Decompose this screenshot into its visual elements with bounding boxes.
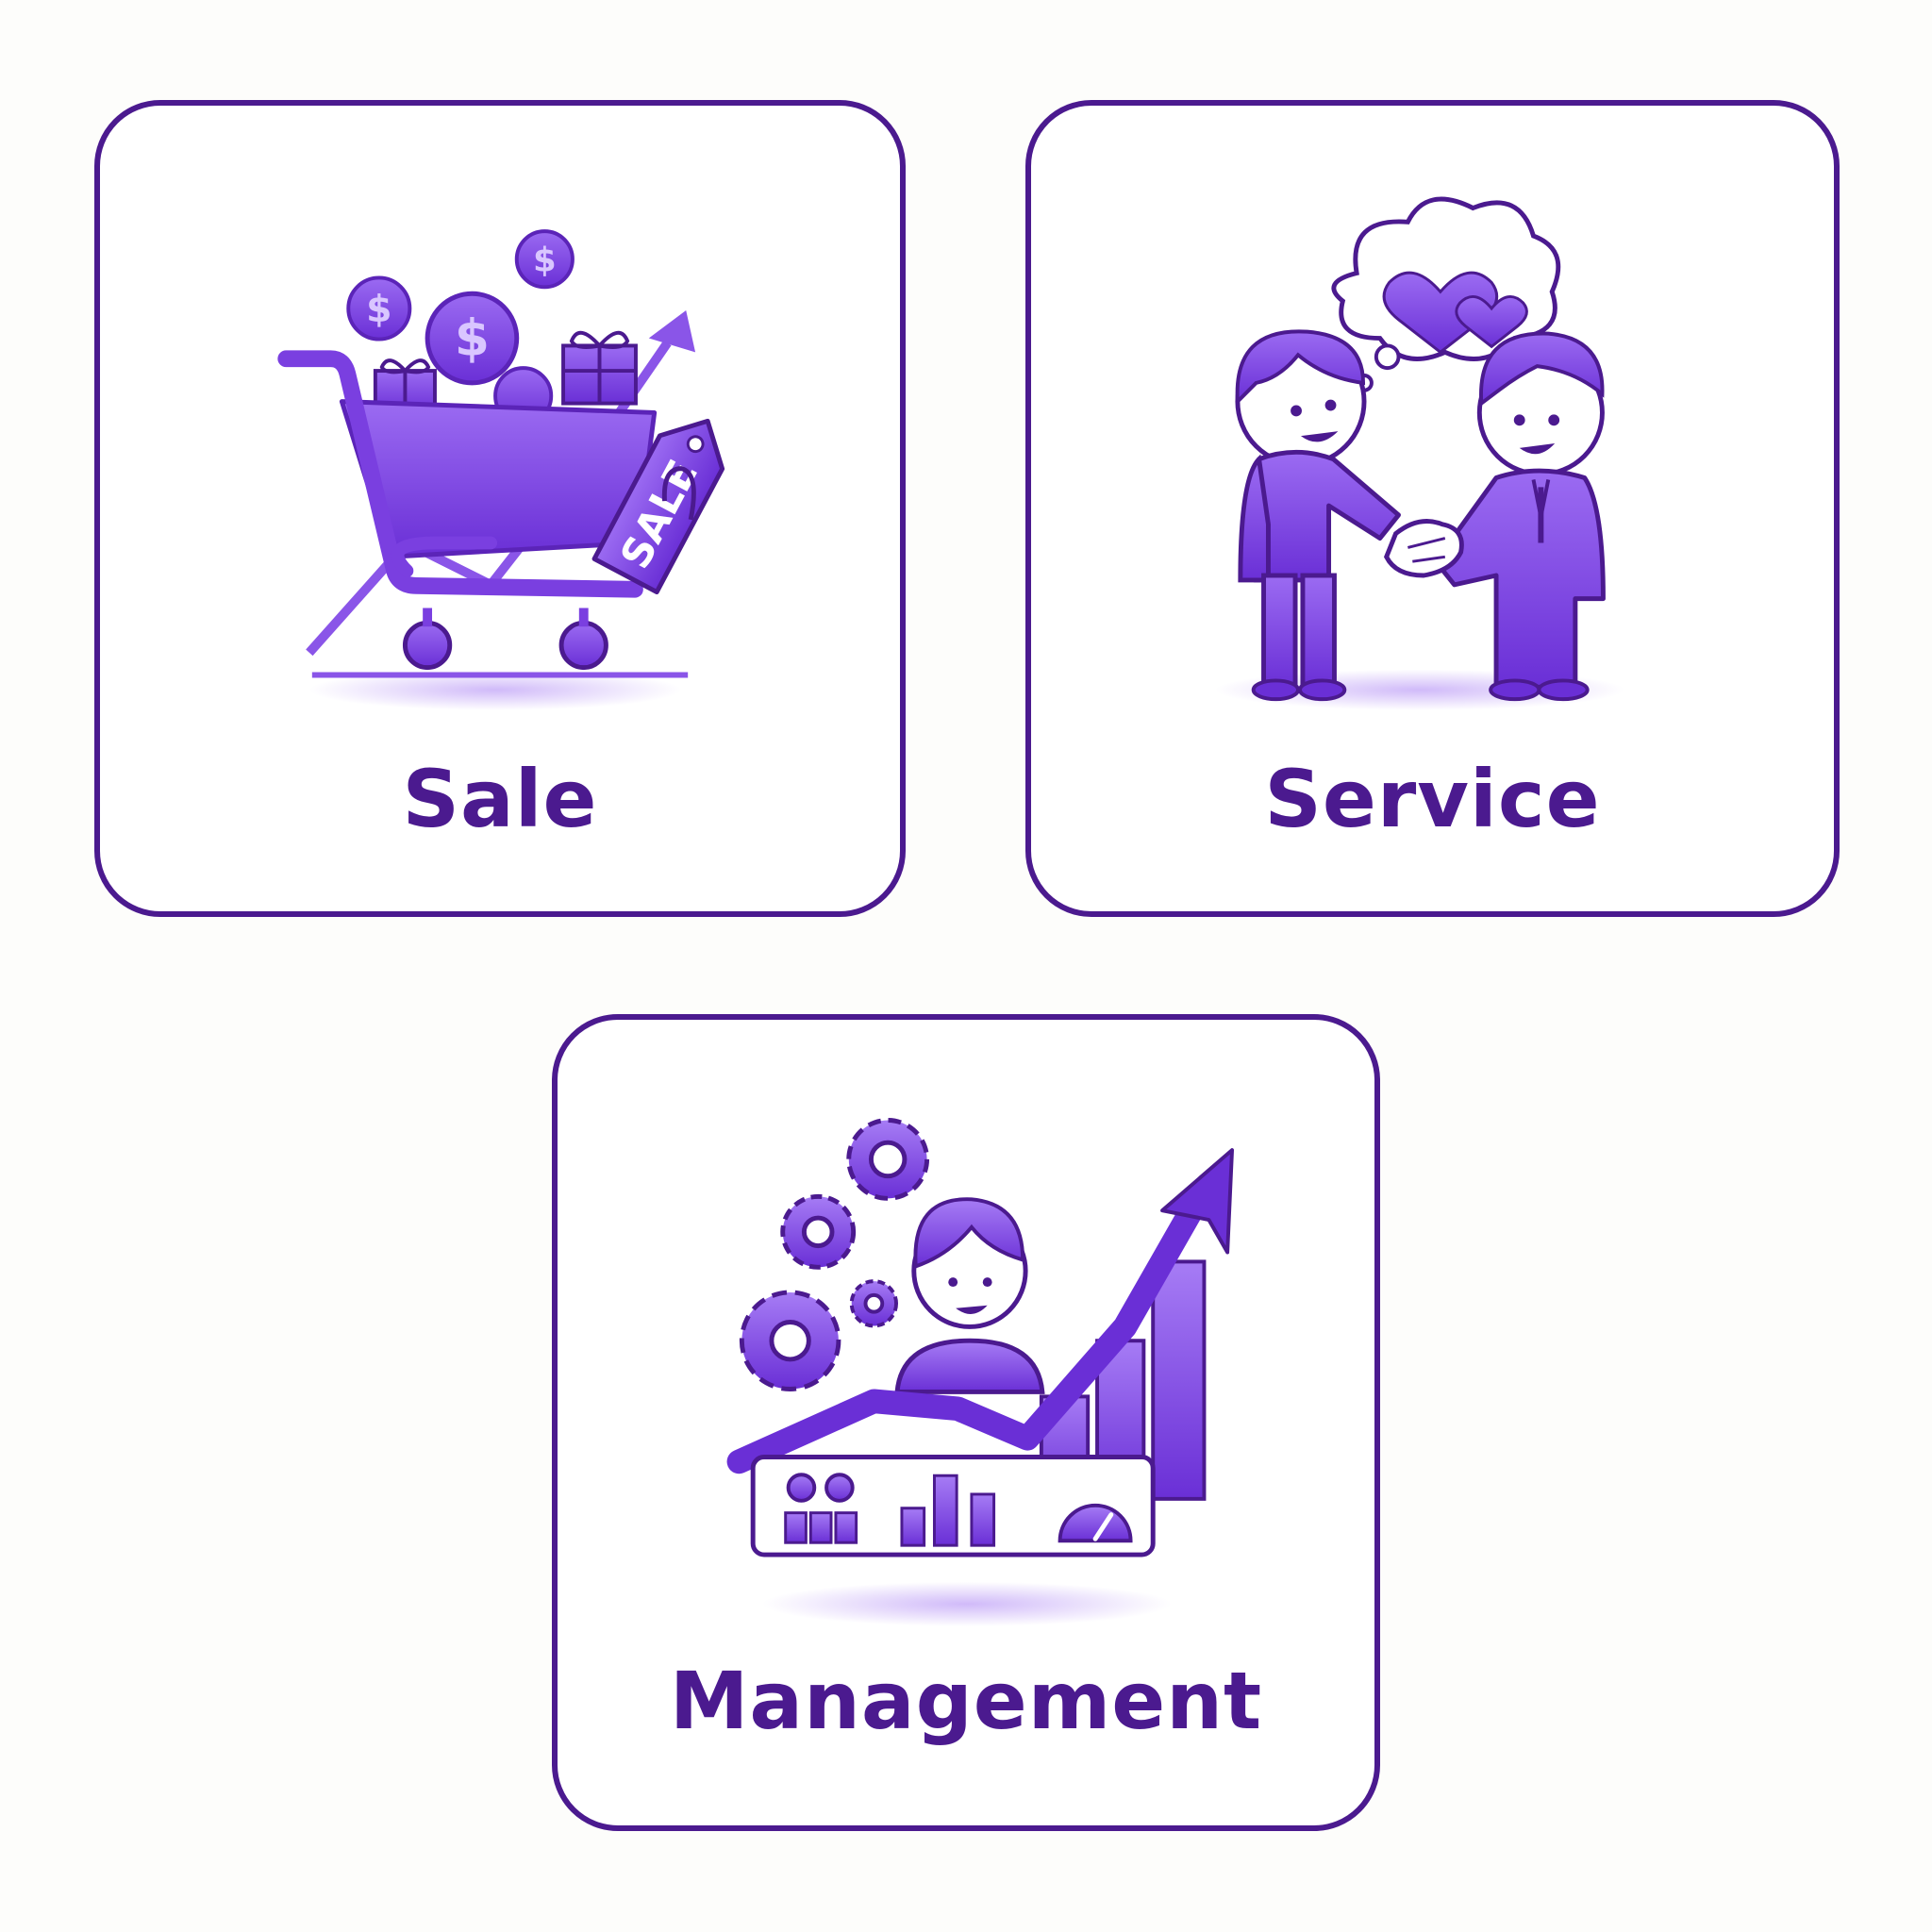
heart-icon [1455, 295, 1528, 349]
management-card[interactable]: Management [552, 1014, 1380, 1831]
service-card[interactable]: Service [1025, 100, 1840, 917]
card-title: Management [669, 1655, 1263, 1747]
svg-text:$: $ [366, 288, 391, 331]
card-title: Service [1264, 753, 1601, 845]
dashboard-panel-icon [750, 1455, 1156, 1557]
coin-icon: $ [346, 275, 412, 341]
handshake-icon [1215, 196, 1625, 710]
card-title: Sale [402, 753, 598, 845]
heart-icon [1382, 271, 1499, 355]
gauge-icon [1058, 1503, 1133, 1543]
gear-icon [780, 1193, 857, 1270]
sale-card[interactable]: $ $ $ [94, 100, 906, 917]
gear-icon [846, 1118, 930, 1201]
svg-text:$: $ [533, 242, 557, 280]
growth-dashboard-icon [726, 1118, 1235, 1626]
shopping-cart-sale-icon: $ $ $ [277, 229, 725, 710]
thought-bubble-icon [1331, 196, 1561, 392]
gear-icon [849, 1279, 899, 1328]
person-icon [894, 1197, 1045, 1394]
gear-icon [739, 1290, 841, 1391]
handshake-hands-icon [1383, 519, 1464, 578]
person-icon [1433, 331, 1606, 702]
coin-icon: $ [425, 291, 520, 386]
svg-text:$: $ [455, 308, 490, 367]
gift-icon [561, 330, 638, 406]
gift-icon [373, 358, 437, 415]
person-icon [1235, 329, 1401, 702]
coin-icon: $ [514, 229, 575, 290]
